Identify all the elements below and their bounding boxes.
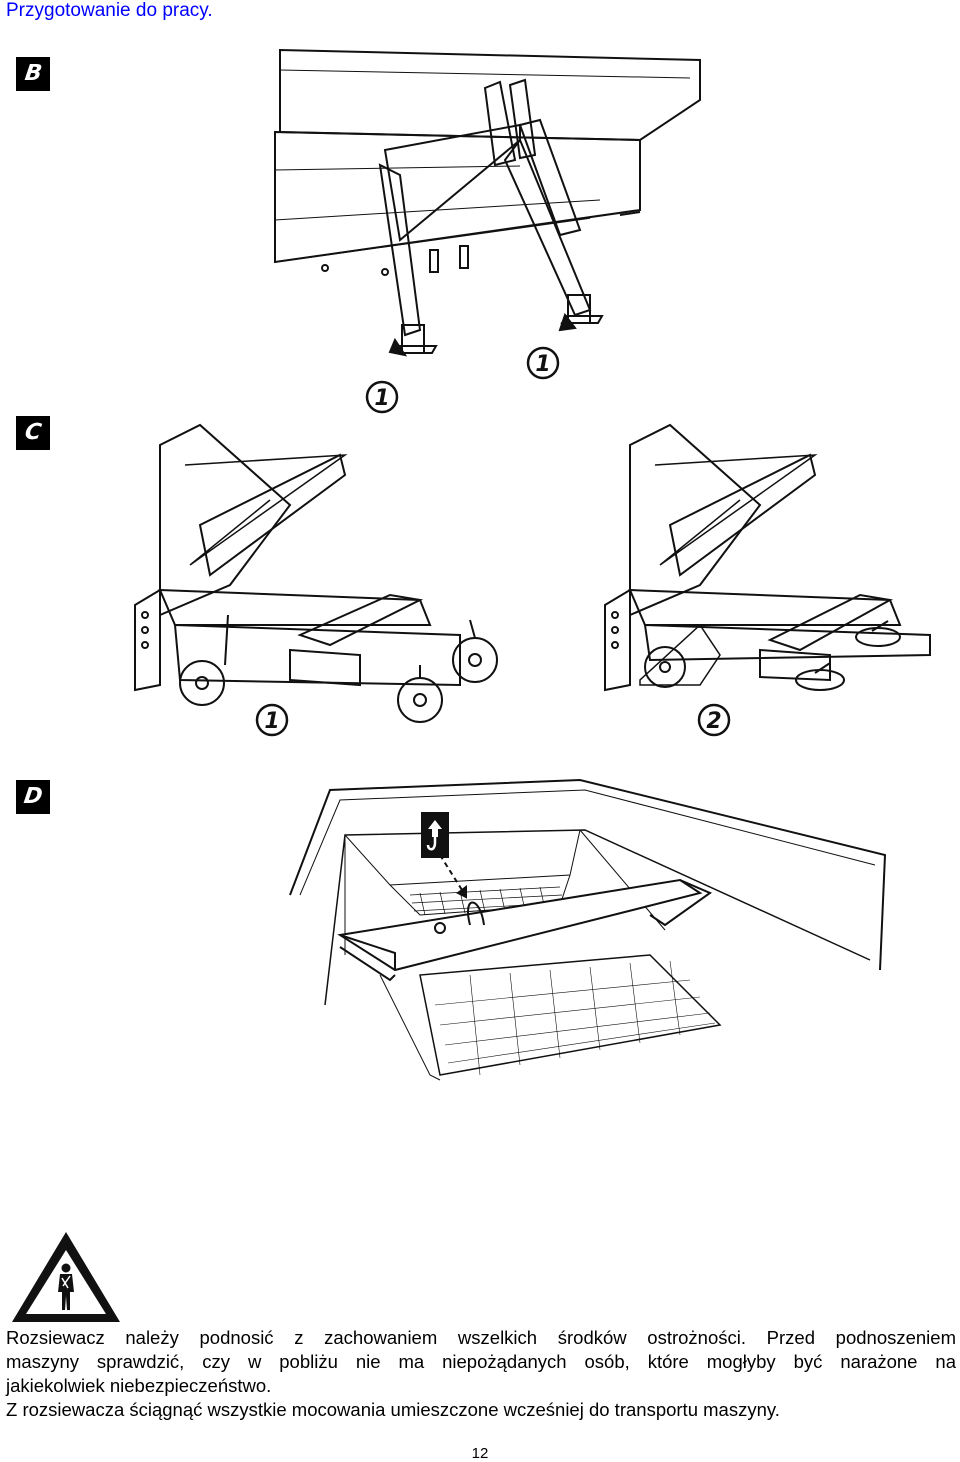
figure-label-d: D bbox=[16, 780, 50, 814]
figure-b-callout-1b: 1 bbox=[535, 352, 550, 377]
page-number: 12 bbox=[471, 1445, 489, 1462]
warning-paragraph-line-1: Rozsiewacz należy podnosić z zachowaniem… bbox=[6, 1327, 956, 1348]
figure-d-illustration bbox=[289, 778, 887, 1081]
figure-c-callout-2: 2 bbox=[706, 709, 721, 734]
figure-label-c: C bbox=[16, 416, 50, 450]
page-header-title: Przygotowanie do pracy. bbox=[6, 0, 213, 21]
figure-c-left-unit bbox=[134, 423, 498, 723]
lifting-hook-icon bbox=[421, 812, 449, 858]
instruction-paragraph: Z rozsiewacza ściągnąć wszystkie mocowan… bbox=[6, 1399, 780, 1420]
figure-label-b: B bbox=[16, 57, 50, 91]
figure-c-right-unit bbox=[604, 423, 931, 692]
figure-c-callout-1: 1 bbox=[264, 709, 279, 734]
warning-paragraph-line-2: maszyny sprawdzić, czy w pobliżu nie ma … bbox=[6, 1351, 956, 1372]
warning-triangle-person-icon bbox=[12, 1232, 120, 1322]
figure-b-illustration: 1 1 bbox=[274, 48, 701, 414]
figure-b-callout-1a: 1 bbox=[374, 386, 389, 411]
figure-c-illustration: 1 2 bbox=[134, 423, 931, 737]
warning-paragraph-line-3: jakiekolwiek niebezpieczeństwo. bbox=[6, 1375, 272, 1396]
